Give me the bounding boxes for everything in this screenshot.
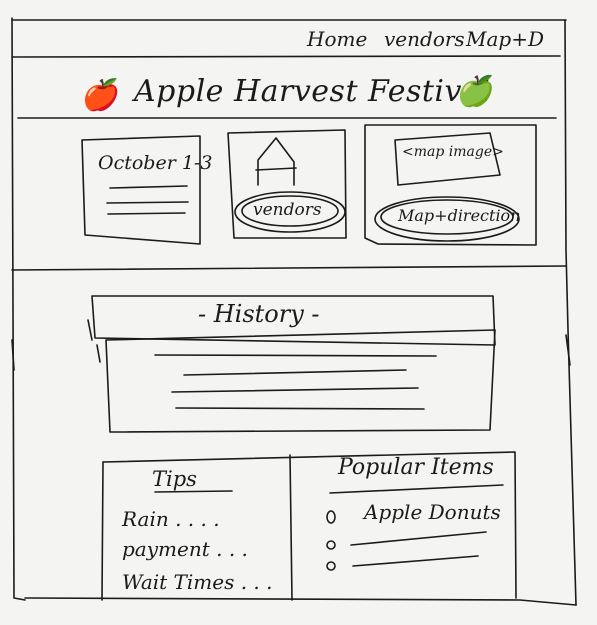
nav-map-link[interactable]: Map+D (466, 27, 544, 51)
nav-vendors-link[interactable]: vendors (384, 27, 465, 51)
apple-icon: 🍎 (80, 78, 118, 113)
date-card-title: October 1-3 (98, 152, 213, 174)
history-heading: - History - (198, 300, 320, 328)
tips-item-payment: payment . . . (122, 537, 248, 561)
vendors-button[interactable]: vendors (253, 200, 322, 220)
map-image-placeholder: <map image> (402, 144, 504, 160)
tips-item-wait-times: Wait Times . . . (122, 570, 273, 594)
tips-heading: Tips (152, 467, 197, 491)
popular-item-apple-donuts: Apple Donuts (364, 500, 501, 524)
page-title: Apple Harvest Festival (134, 74, 491, 109)
popular-items-heading: Popular Items (338, 455, 494, 480)
nav-home-link[interactable]: Home (307, 27, 368, 51)
apple-icon-right: 🍏 (455, 74, 493, 109)
map-directions-button[interactable]: Map+direction (398, 206, 521, 225)
tips-item-rain: Rain . . . . (122, 507, 220, 531)
